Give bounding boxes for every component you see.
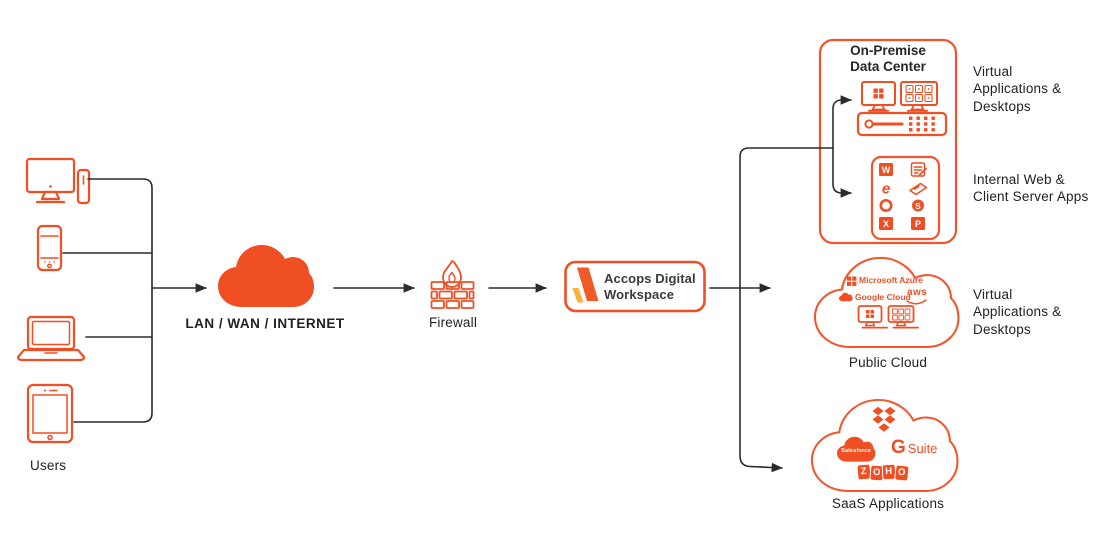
onprem-title-text: On-Premise Data Center — [850, 43, 926, 75]
public-cloud-label: Public Cloud — [848, 355, 928, 370]
onprem-servers-icon — [856, 81, 948, 137]
svg-text:S: S — [915, 201, 921, 211]
zoho-tile: H — [882, 464, 895, 479]
lan-wan-internet-label: LAN / WAN / INTERNET — [185, 316, 345, 331]
lan-cloud-icon — [218, 245, 314, 307]
onprem-apps-icon: W e S X P — [870, 155, 941, 241]
virtual-apps-desktops-label-1: Virtual Applications & Desktops — [973, 64, 1062, 114]
aws-label: aws — [907, 287, 928, 298]
azure-label: Microsoft Azure — [859, 275, 923, 285]
internal-web-apps-label: Internal Web & Client Server Apps — [973, 172, 1089, 205]
users-label: Users — [30, 458, 67, 473]
zoho-tile: O — [894, 465, 908, 481]
svg-text:X: X — [883, 219, 889, 229]
saas-cloud-icon — [810, 398, 959, 492]
azure-logo-icon — [847, 276, 857, 286]
zoho-tile: Z — [857, 464, 871, 479]
accops-gateway-label: Accops Digital Workspace — [604, 271, 696, 302]
cloud-desktops-icon — [857, 305, 919, 329]
firewall-icon — [430, 260, 475, 309]
gateway-to-saas-connector — [739, 287, 783, 473]
aws-smile-icon — [906, 299, 927, 305]
svg-text:W: W — [882, 165, 891, 175]
google-cloud-logo-icon — [839, 292, 853, 302]
zoho-tile: O — [869, 465, 883, 480]
google-cloud-label: Google Cloud — [855, 292, 911, 302]
public-cloud-icon — [813, 256, 960, 348]
gsuite-logo: G Suite — [891, 437, 937, 459]
smartphone-icon — [36, 224, 63, 272]
word-icon: W — [879, 163, 893, 176]
saas-applications-label: SaaS Applications — [831, 496, 945, 511]
svg-text:P: P — [915, 219, 921, 229]
accops-gateway-box — [564, 260, 706, 313]
laptop-icon — [16, 315, 86, 362]
tablet-icon — [26, 383, 74, 444]
desktop-icon — [25, 157, 91, 205]
gateway-to-onprem-connector — [739, 147, 834, 289]
sap-icon — [909, 182, 928, 196]
onprem-branch-arrow-bottom — [832, 147, 852, 198]
internet-explorer-icon: e — [882, 181, 890, 198]
excel-icon: X — [879, 217, 893, 230]
users-bracket-line — [73, 178, 153, 423]
gsuite-g: G — [891, 437, 906, 458]
gsuite-suite-label: Suite — [907, 441, 938, 456]
dropbox-logo-icon — [872, 406, 896, 432]
svg-text:e: e — [882, 181, 890, 198]
accops-logo-icon — [572, 267, 599, 303]
zoho-logo: Z O H O — [857, 464, 908, 481]
virtual-apps-desktops-label-2: Virtual Applications & Desktops — [973, 287, 1062, 337]
notes-icon — [910, 162, 927, 177]
skype-icon: S — [912, 199, 924, 212]
salesforce-label: Salesforce — [841, 448, 871, 454]
onprem-title: On-Premise Data Center — [822, 43, 954, 76]
powerpoint-icon: P — [911, 217, 925, 230]
onprem-branch-arrow-top — [832, 95, 852, 149]
salesforce-logo-icon — [837, 436, 876, 462]
firewall-label: Firewall — [428, 315, 478, 330]
java-ring-icon — [879, 199, 893, 213]
